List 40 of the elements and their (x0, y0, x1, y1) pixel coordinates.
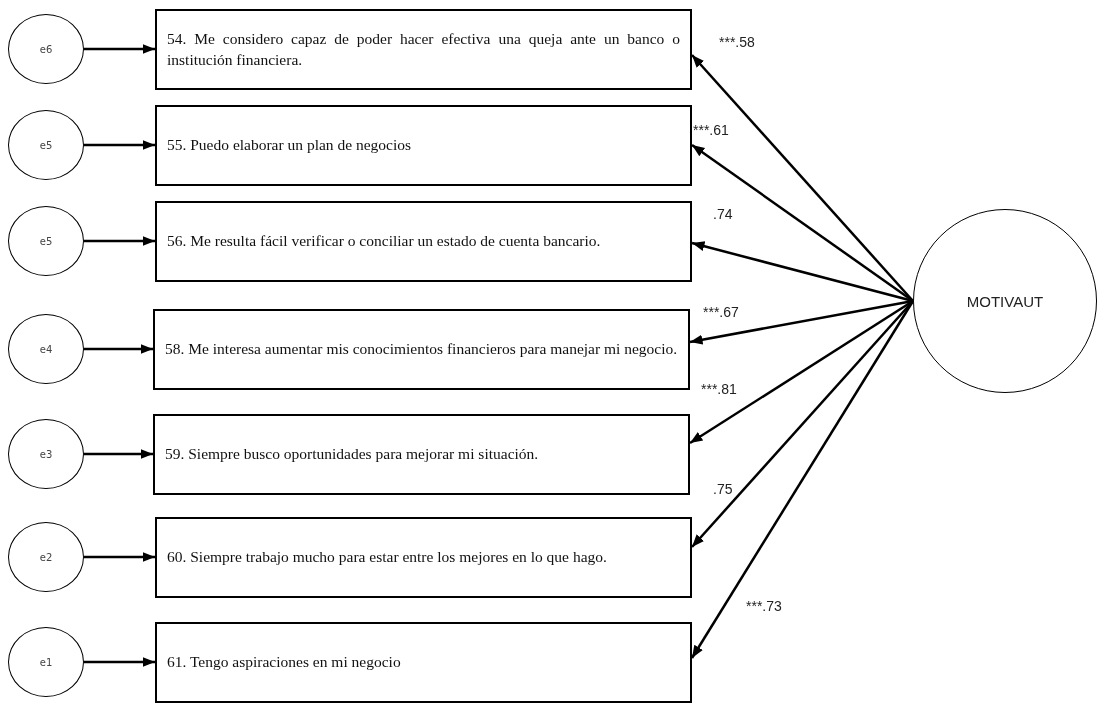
item-box (153, 309, 690, 390)
arrow (691, 241, 914, 303)
variable-label: e2 (39, 551, 53, 563)
item-box (155, 517, 692, 598)
variable-label: MOTIVAUT (966, 292, 1044, 310)
item-text: 60. Siempre trabajo mucho para estar entre los mejores en lo que hago. (167, 547, 608, 568)
variable-label: e5 (39, 235, 53, 247)
arrow (84, 344, 153, 354)
arrow (84, 657, 155, 667)
edge-label: ***.58 (718, 34, 756, 50)
variable-label: e5 (39, 139, 53, 151)
item-text: 58. Me interesa aumentar mis conocimientos financieros para manejar mi negocio. (165, 339, 678, 360)
edge-label: ***.67 (702, 304, 740, 320)
variable-label: e6 (39, 43, 53, 55)
variable-label: e4 (39, 343, 53, 355)
arrow (690, 300, 915, 659)
item-text: 61. Tengo aspiraciones en mi negocio (167, 652, 402, 673)
variable-label: e3 (39, 448, 53, 460)
arrow (84, 236, 155, 246)
arrow (689, 299, 914, 345)
variable-label: e1 (39, 656, 53, 668)
item-text: 56. Me resulta fácil verificar o conciliar un estado de cuenta bancario. (167, 231, 602, 252)
item-text: 54. Me considero capaz de poder hacer efectiva una queja ante un banco o institución financiera. (167, 28, 680, 70)
item-box (155, 105, 692, 186)
item-box (153, 414, 690, 495)
item-text: 55. Puedo elaborar un plan de negocios (167, 135, 413, 156)
arrow (84, 552, 155, 562)
edge-label: ***.61 (692, 122, 730, 138)
edge-label: .74 (712, 206, 734, 222)
item-box (155, 9, 692, 90)
edge-label: .75 (712, 481, 734, 497)
item-box (155, 201, 692, 282)
item-box (155, 622, 692, 703)
edge-label: ***.73 (745, 598, 783, 614)
edge-label: ***.81 (700, 381, 738, 397)
item-text: 59. Siempre busco oportunidades para mejorar mi situación. (165, 444, 540, 465)
arrow (691, 300, 914, 548)
arrow (84, 449, 153, 459)
arrow (84, 140, 155, 150)
arrow (84, 44, 155, 54)
